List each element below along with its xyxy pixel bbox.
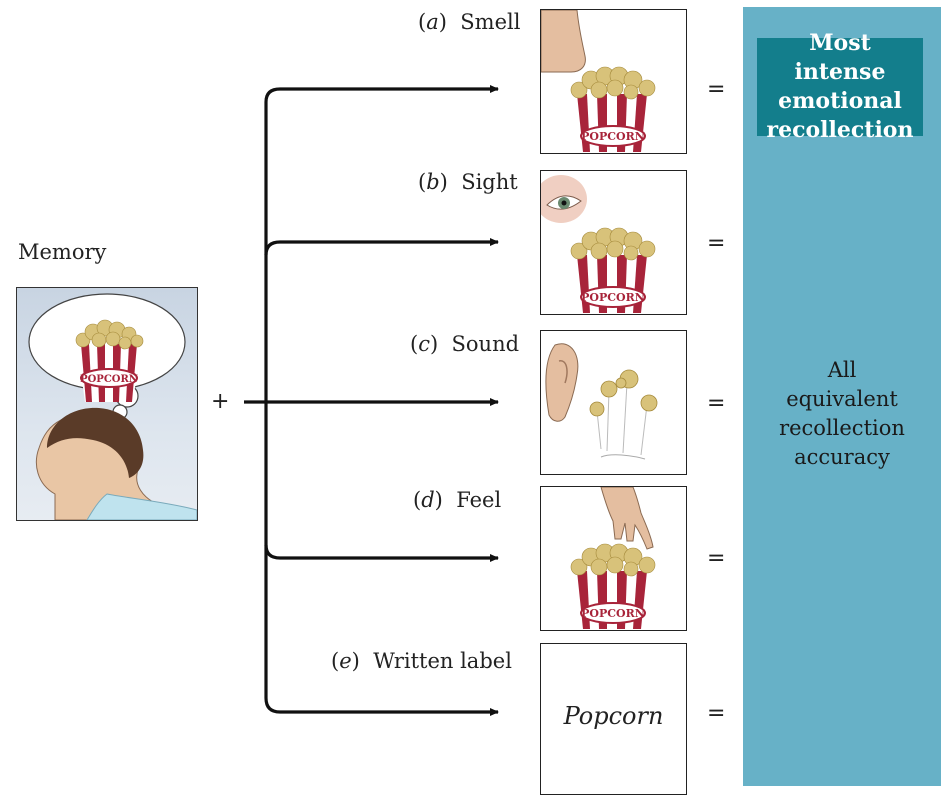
label-feel: (d) Feel xyxy=(413,488,501,512)
label-sight: (b) Sight xyxy=(418,170,518,194)
label-sound: (c) Sound xyxy=(410,332,519,356)
sound-image xyxy=(540,330,687,475)
equals-written: = xyxy=(707,701,725,726)
sight-image: POPCORN xyxy=(540,170,687,315)
eye-icon xyxy=(541,175,587,223)
label-smell: (a) Smell xyxy=(418,10,520,34)
popcorn-box-text: POPCORN xyxy=(581,607,645,620)
ear-icon xyxy=(546,344,578,422)
popcorn-box-text: POPCORN xyxy=(581,130,645,143)
label-written: (e) Written label xyxy=(331,649,512,673)
feel-image: POPCORN xyxy=(540,486,687,631)
hand-icon xyxy=(601,487,653,549)
equals-smell: = xyxy=(707,77,725,102)
written-popcorn-text: Popcorn xyxy=(541,702,686,730)
equals-feel: = xyxy=(707,546,725,571)
nose-icon xyxy=(541,10,585,72)
written-label-image: Popcorn xyxy=(540,643,687,795)
smell-image: POPCORN xyxy=(540,9,687,154)
equals-sight: = xyxy=(707,231,725,256)
popcorn-box-text: POPCORN xyxy=(581,291,645,304)
equals-sound: = xyxy=(707,391,725,416)
